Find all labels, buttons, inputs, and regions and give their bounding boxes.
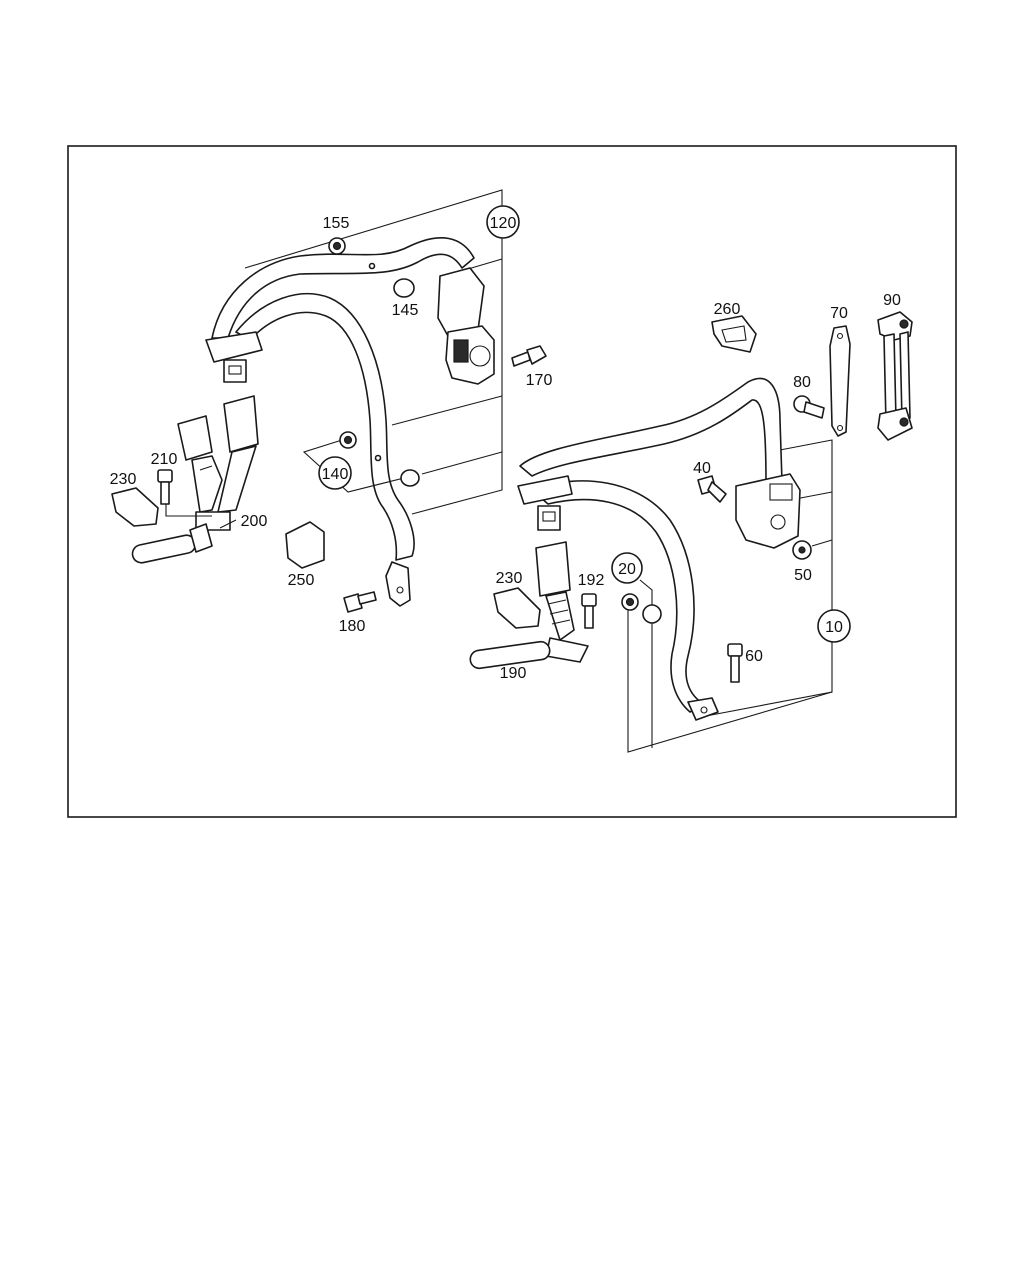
leader-120-bracket [244,189,503,515]
label-260: 260 [714,301,741,318]
diagram-frame [67,145,957,818]
label-180: 180 [339,618,366,635]
callout-circle-10 [817,609,851,643]
left-anchor-plate [385,561,411,607]
label-120: 120 [490,215,517,232]
label-230-left: 230 [110,471,137,488]
leader-200 [219,519,237,529]
buckle-190 [469,541,589,670]
leader-10-bracket [705,439,833,717]
right-belt-tongue [537,505,561,531]
bolt-210 [157,469,173,505]
left-belt-tongue [223,359,247,383]
grommet-140 [339,431,357,449]
label-230-right: 230 [496,570,523,587]
left-webbing-hole [368,262,376,270]
label-140: 140 [322,466,349,483]
bolt-60 [727,643,743,683]
grommet-155 [328,237,346,255]
label-200: 200 [241,513,268,530]
bolt-170 [511,345,547,367]
left-anchor-tube [131,523,213,564]
leader-20-bracket [627,604,833,753]
leader-120-a [467,258,503,270]
label-40: 40 [693,460,711,477]
trim-strip-70 [829,325,851,437]
label-170: 170 [526,372,553,389]
left-webbing-hole-2 [374,454,382,462]
left-retractor-bracket [437,267,485,337]
label-192: 192 [578,572,605,589]
label-250: 250 [288,572,315,589]
clip-260 [711,315,757,353]
label-210: 210 [151,451,178,468]
nut-50 [792,540,812,560]
label-190: 190 [500,665,527,682]
leader-210 [165,504,212,517]
double-buckle-200 [177,395,259,531]
label-10: 10 [825,619,843,636]
bolt-192 [581,593,597,629]
leader-20-b [639,579,653,748]
label-60: 60 [745,648,763,665]
clip-250 [285,521,325,569]
callout-circle-140 [318,456,352,490]
label-155: 155 [323,215,350,232]
label-80: 80 [793,374,811,391]
left-retractor-slot [453,339,469,363]
right-belt-guide [517,475,573,505]
cap-140 [400,469,420,487]
right-belt-webbing-upper [519,377,783,485]
left-belt-guide [205,331,263,363]
right-retractor-body [735,473,801,549]
callout-circle-120 [486,205,520,239]
bolt-180 [343,591,377,613]
cap-20 [642,604,662,624]
label-145: 145 [392,302,419,319]
label-70: 70 [830,305,848,322]
right-anchor-plate [687,697,719,721]
guide-rail-90 [877,311,913,441]
bolt-80 [793,395,825,419]
left-belt-webbing-lower [235,293,415,561]
callout-circle-20 [611,552,643,584]
cap-145 [393,278,415,298]
leader-120-b [391,395,503,426]
left-belt-webbing-upper [211,237,475,339]
label-90: 90 [883,292,901,309]
grommet-20 [621,593,639,611]
leader-10-b [811,539,833,547]
right-belt-assembly [469,377,833,753]
leader-120-c [421,451,503,475]
label-50: 50 [794,567,812,584]
cover-230-right [493,587,541,629]
label-20: 20 [618,561,636,578]
left-belt-assembly [111,189,547,613]
cover-230-left [111,487,159,527]
bolt-40 [697,475,727,503]
